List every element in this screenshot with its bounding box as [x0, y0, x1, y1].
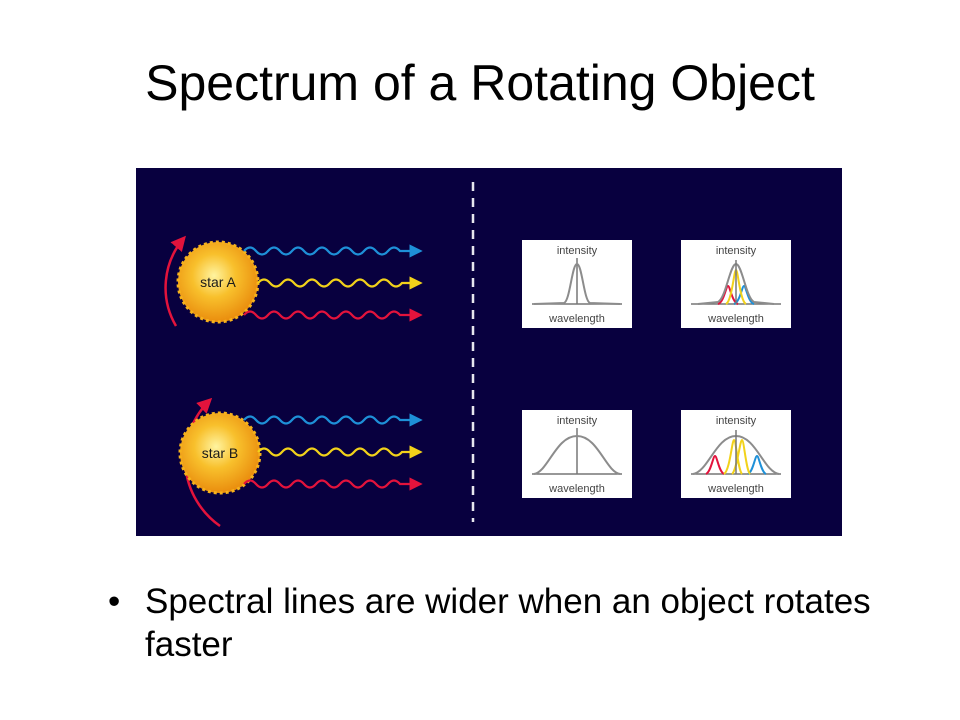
- star-b-group: star B: [178, 397, 423, 528]
- star-b-label: star B: [202, 445, 239, 461]
- star-a-blue-wave: [243, 244, 423, 258]
- star-b-red-wave: [243, 477, 423, 491]
- graph-a-colored-wavelength-label: wavelength: [707, 313, 764, 325]
- star-a-red-wave: [243, 308, 423, 322]
- graph-b-single: intensity wavelength: [522, 410, 632, 498]
- graph-b-colored-intensity-label: intensity: [716, 415, 757, 427]
- graph-a-colored-blue-line: [733, 284, 755, 305]
- graph-a-colored: intensity wavelength: [681, 240, 791, 328]
- slide-title: Spectrum of a Rotating Object: [145, 55, 815, 111]
- star-b-sun-icon: [178, 411, 262, 495]
- graph-a-single-intensity-label: intensity: [557, 245, 598, 257]
- graph-b-colored-yellow-line-1: [723, 438, 743, 475]
- graph-b-single-curve: [533, 434, 621, 475]
- graph-b-single-wavelength-label: wavelength: [548, 483, 605, 495]
- star-a-yellow-wave: [257, 276, 423, 290]
- star-b-yellow-wave: [257, 445, 423, 459]
- bullet-list: • Spectral lines are wider when an objec…: [108, 580, 908, 666]
- graph-b-colored-red-line: [705, 454, 725, 475]
- star-a-rotation-arrow: [164, 235, 186, 327]
- graph-b-colored-wavelength-label: wavelength: [707, 483, 764, 495]
- graph-b-single-intensity-label: intensity: [557, 415, 598, 427]
- rotation-diagram-svg: star A star B intensity wavelength in: [136, 168, 842, 536]
- graph-a-single: intensity wavelength: [522, 240, 632, 328]
- graph-b-colored-blue-line: [747, 454, 767, 475]
- bullet-text: Spectral lines are wider when an object …: [145, 582, 871, 664]
- graph-a-single-wavelength-label: wavelength: [548, 313, 605, 325]
- graph-b-colored: intensity wavelength: [681, 410, 791, 498]
- star-b-blue-wave: [243, 413, 423, 427]
- bullet-dot-icon: •: [108, 582, 121, 621]
- bullet-item: • Spectral lines are wider when an objec…: [108, 580, 908, 666]
- graph-a-colored-red-line: [717, 284, 739, 305]
- graph-a-single-curve: [533, 262, 621, 305]
- star-a-label: star A: [200, 274, 236, 290]
- graph-a-colored-intensity-label: intensity: [716, 245, 757, 257]
- rotation-diagram: star A star B intensity wavelength in: [136, 168, 842, 536]
- star-a-group: star A: [164, 235, 423, 327]
